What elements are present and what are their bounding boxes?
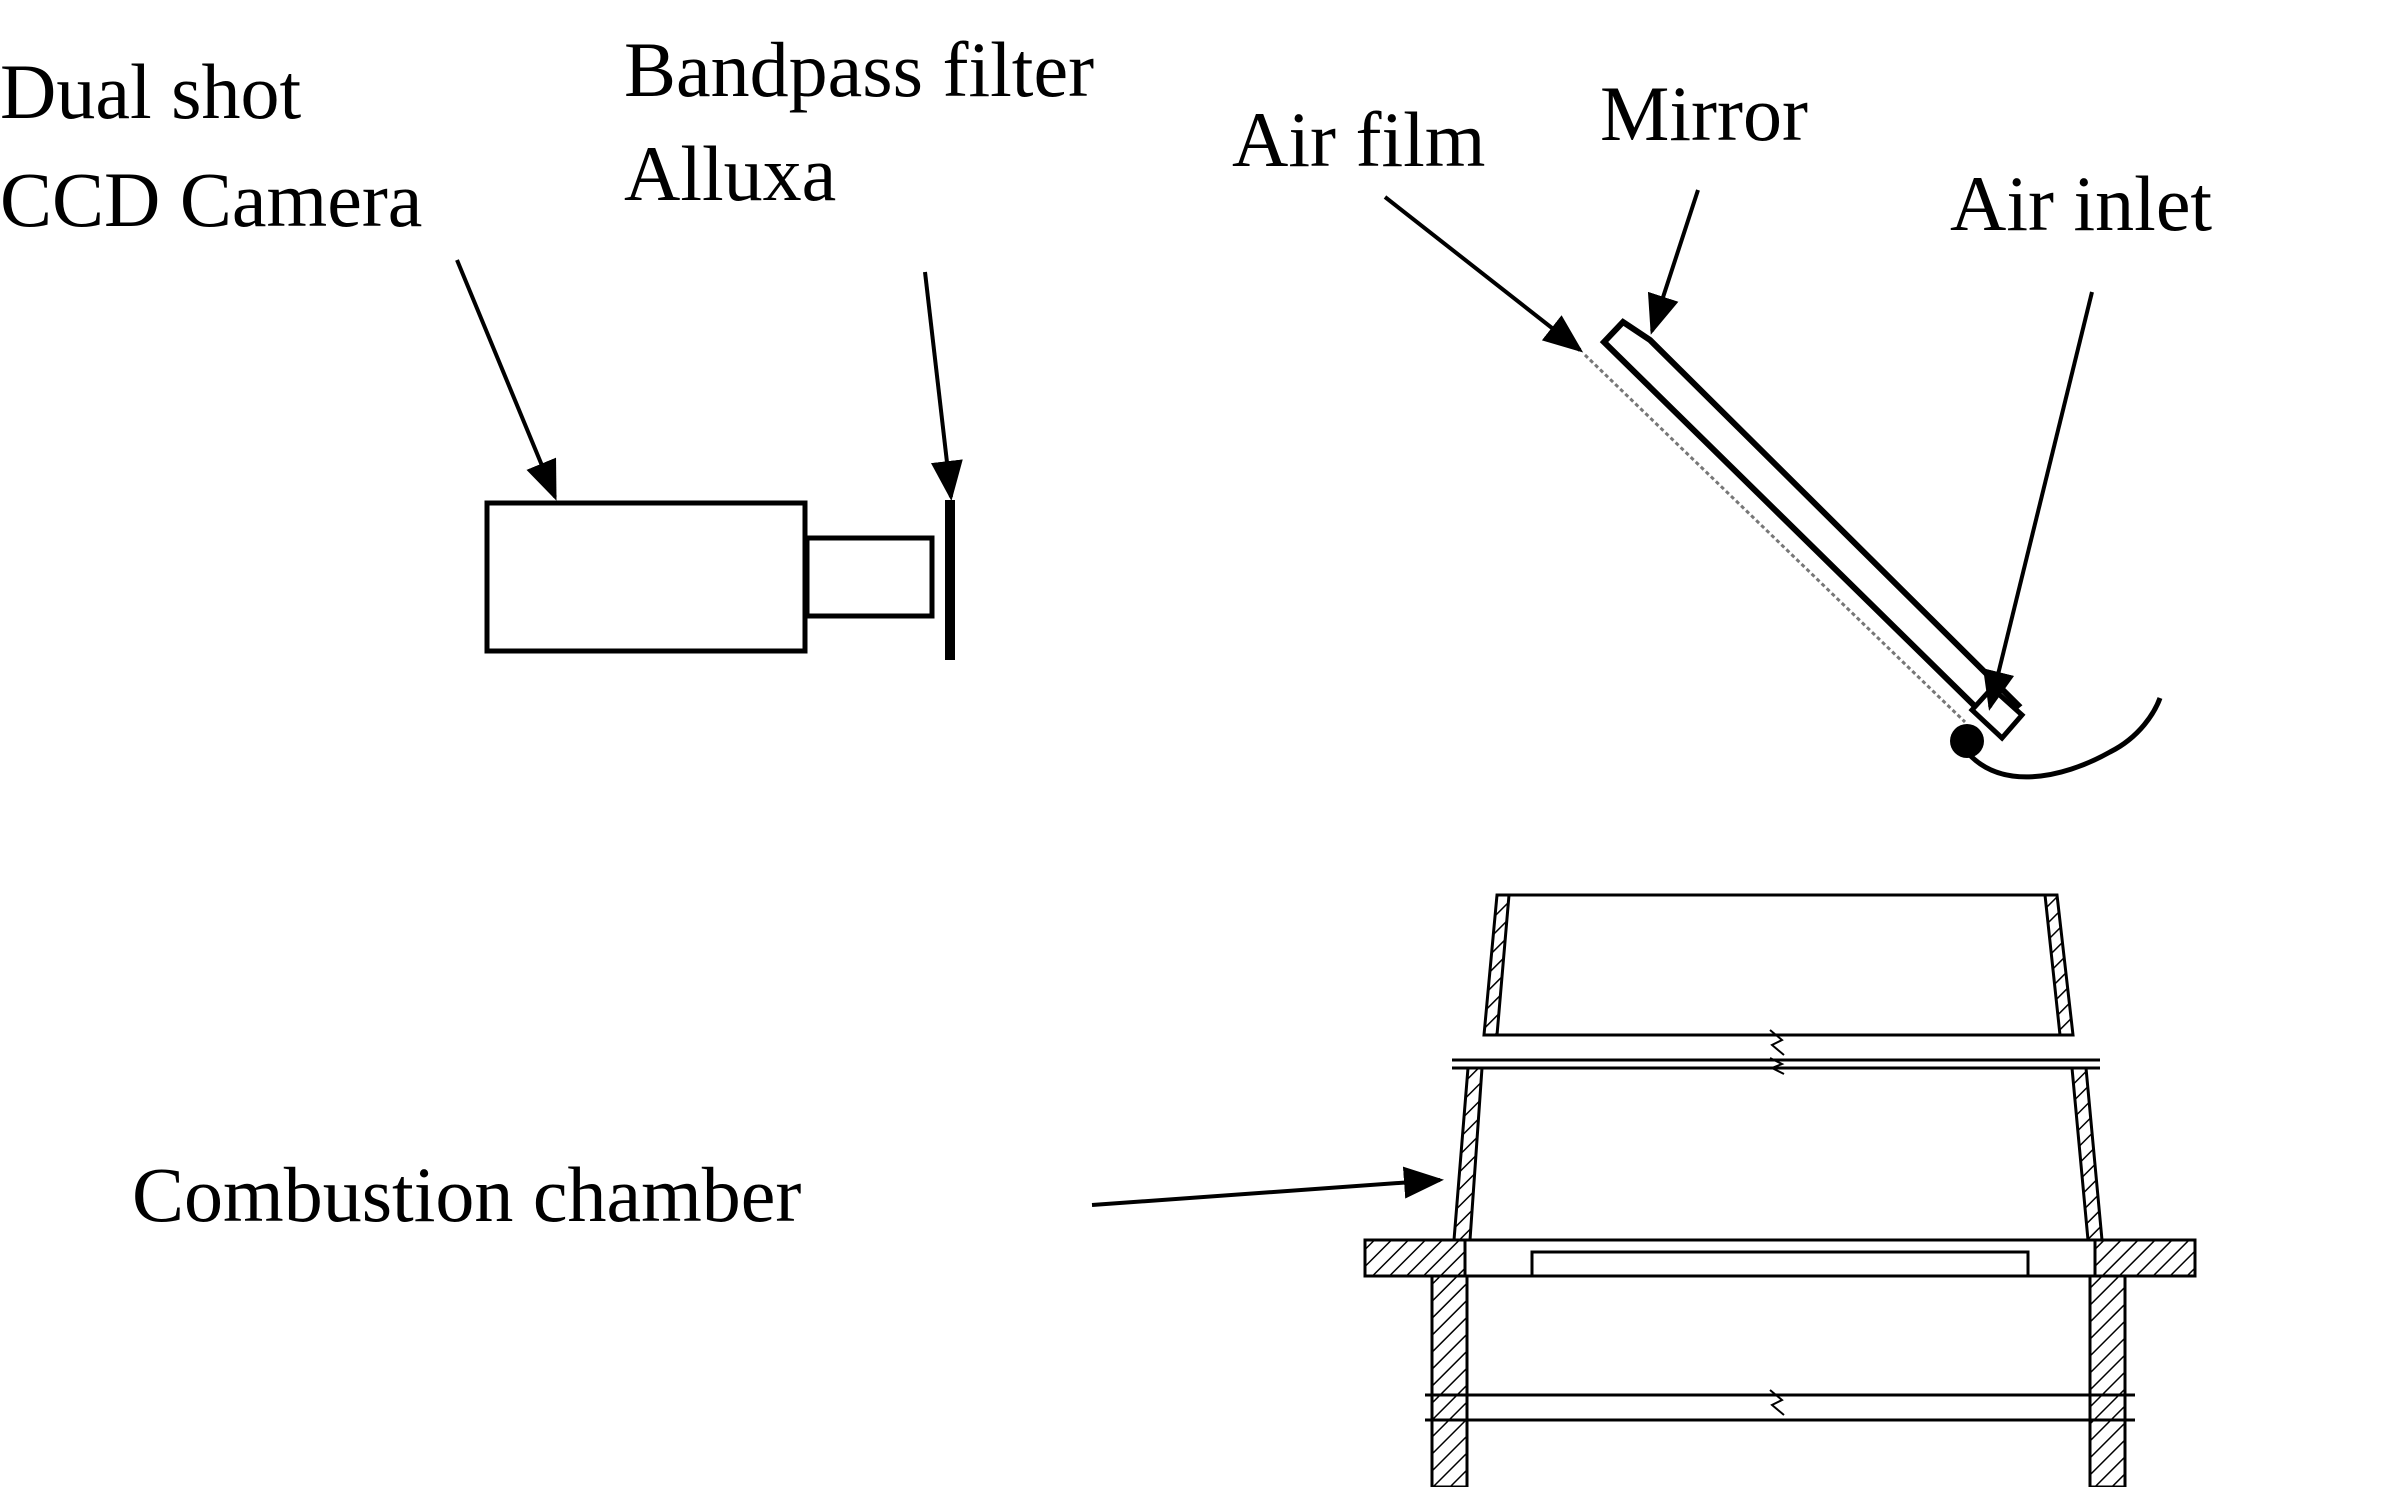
- camera-arrow: [455, 259, 557, 501]
- lower-left-wall: [1430, 1274, 1469, 1487]
- air-film-arrow: [1383, 195, 1584, 353]
- window-glass: [1530, 1250, 2030, 1278]
- air-inlet-label: Air inlet: [1950, 160, 2213, 247]
- callout-arrows: [455, 189, 2094, 1207]
- air-inlet-nozzle: [1950, 724, 1984, 758]
- middle-left-wall: [1452, 1066, 1484, 1242]
- left-flange: [1363, 1238, 1467, 1278]
- air-inlet-arrow: [1983, 291, 2094, 711]
- combustion-chamber-arrow: [1091, 1166, 1444, 1207]
- ccd-camera: [484, 500, 935, 654]
- break-symbol: [1769, 1389, 1785, 1416]
- mirror-label: Mirror: [1600, 70, 1808, 157]
- camera-body: [484, 500, 808, 654]
- camera-lens: [804, 535, 935, 619]
- air-film-label: Air film: [1232, 96, 1486, 183]
- air-film: [1583, 353, 1967, 724]
- mirror: [1599, 318, 2023, 730]
- filter-arrow: [923, 271, 963, 501]
- break-symbol: [1769, 1057, 1785, 1075]
- combustion-chamber: [1363, 893, 2197, 1487]
- camera-label-line2: CCD Camera: [0, 156, 423, 243]
- middle-right-wall: [2070, 1066, 2104, 1242]
- lower-right-wall: [2088, 1274, 2127, 1487]
- air-hose: [1965, 697, 2163, 780]
- filter-label-line2: Alluxa: [624, 130, 837, 217]
- mirror-arrow: [1647, 189, 1700, 335]
- upper-right-wall: [2043, 893, 2075, 1037]
- combustion-chamber-label: Combustion chamber: [132, 1151, 802, 1238]
- upper-left-wall: [1482, 893, 1511, 1037]
- camera-label-line1: Dual shot: [0, 48, 302, 135]
- filter-label-line1: Bandpass filter: [624, 26, 1095, 113]
- break-symbol: [1769, 1029, 1785, 1056]
- right-flange: [2093, 1238, 2197, 1278]
